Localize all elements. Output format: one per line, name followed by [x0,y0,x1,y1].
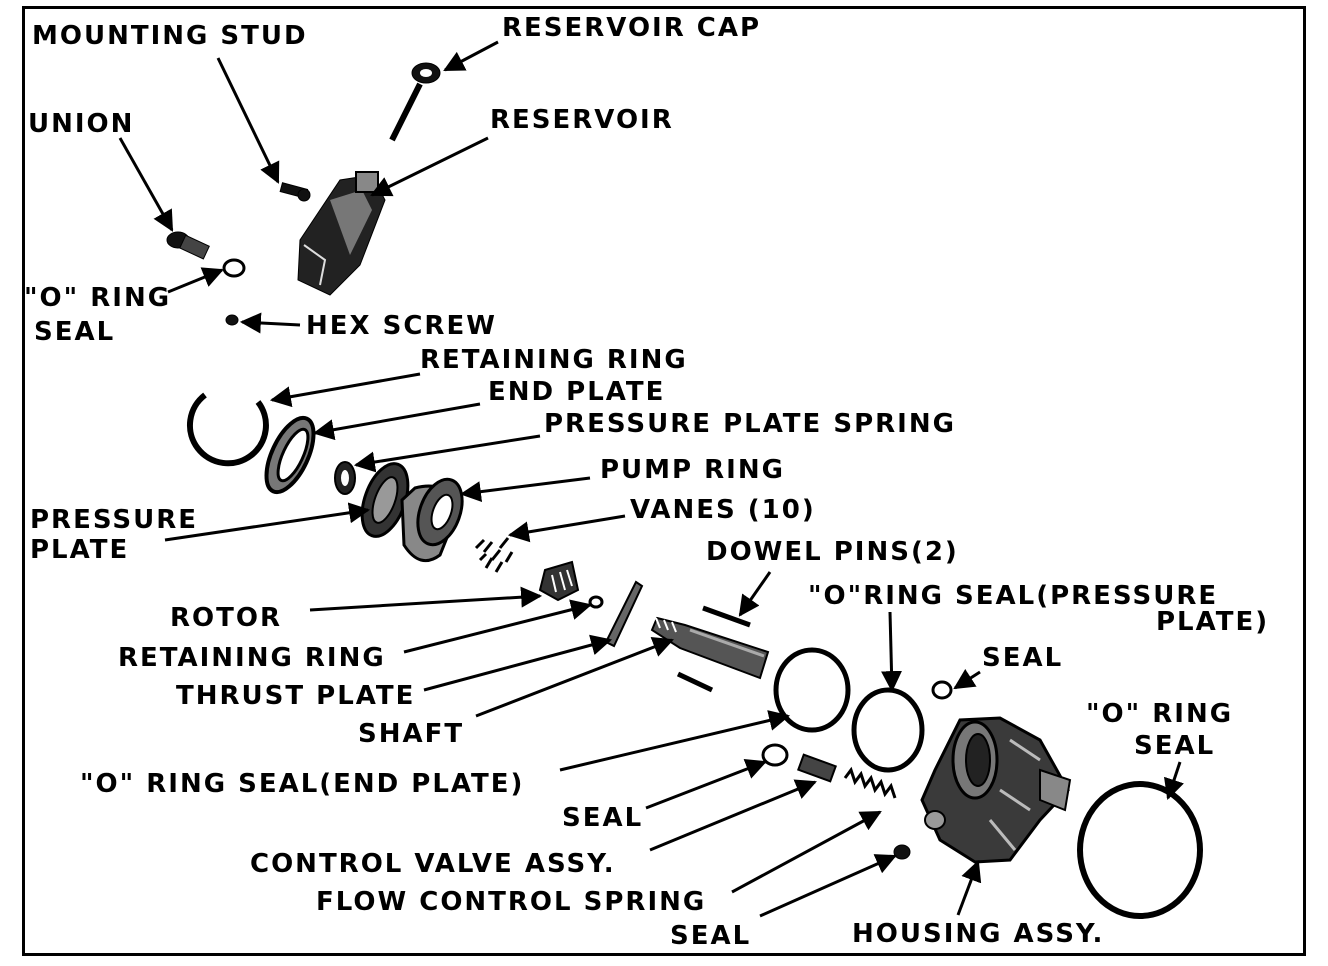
rotor-part [538,560,580,602]
label-mounting-stud: MOUNTING STUD [32,21,308,51]
label-pressure-plate-spring: PRESSURE PLATE SPRING [544,409,956,439]
dowel-pin-part-2 [676,671,714,693]
label-dowel-pins: DOWEL PINS(2) [706,537,959,567]
label-vanes: VANES (10) [630,495,816,525]
label-reservoir: RESERVOIR [490,105,674,135]
label-retaining-ring-top: RETAINING RING [420,345,688,375]
label-flow-control-spring: FLOW CONTROL SPRING [316,887,706,917]
seal-small-right-part [931,680,953,700]
label-o-ring-seal-top-1: "O" RING [24,283,171,313]
thrust-plate-part [604,580,644,648]
label-shaft: SHAFT [358,719,464,749]
label-o-ring-seal-top-2: SEAL [34,317,115,347]
label-seal-right: SEAL [982,643,1063,673]
o-ring-seal-small-part [222,258,246,278]
label-housing-assy: HOUSING ASSY. [852,919,1104,949]
pump-ring-part [400,477,464,563]
label-pump-ring: PUMP RING [600,455,785,485]
labels: MOUNTING STUD RESERVOIR CAP UNION RESERV… [24,13,1269,951]
o-ring-housing-part [1077,781,1203,919]
label-control-valve-assy: CONTROL VALVE ASSY. [250,849,616,879]
hex-screw-part [225,314,239,326]
parts-illustration [166,62,1203,919]
mounting-stud-part [279,182,311,202]
control-valve-part [797,753,837,783]
pressure-plate-spring-part [334,461,356,495]
reservoir-cap-part [389,62,441,142]
label-o-ring-seal-housing-1: "O" RING [1086,699,1233,729]
diagram-frame [22,6,1306,956]
label-pressure-plate-2: PLATE [30,535,129,565]
o-ring-pressure-plate-part [851,687,925,773]
leader-lines [118,40,1184,918]
label-thrust-plate: THRUST PLATE [176,681,415,711]
housing-assy-part [920,716,1072,864]
label-pressure-plate-1: PRESSURE [30,505,198,535]
label-o-ring-seal-end-plate: "O" RING SEAL(END PLATE) [80,769,524,799]
label-seal-mid: SEAL [562,803,643,833]
retaining-ring-part [186,392,269,467]
label-o-ring-seal-pressure-plate-2: PLATE) [1156,607,1269,637]
union-part [166,231,210,260]
shaft-part [650,616,770,680]
retaining-ring-small-part [588,595,604,609]
label-hex-screw: HEX SCREW [306,311,497,341]
label-rotor: ROTOR [170,603,282,633]
seal-mid-part [761,743,789,767]
label-union: UNION [28,109,134,139]
seal-bottom-part [893,844,911,860]
label-seal-bottom: SEAL [670,921,751,951]
label-end-plate: END PLATE [488,377,665,407]
label-o-ring-seal-pressure-plate-1: "O"RING SEAL(PRESSURE [808,581,1218,611]
label-o-ring-seal-housing-2: SEAL [1134,731,1215,761]
label-reservoir-cap: RESERVOIR CAP [502,13,761,43]
vanes-part [474,537,514,573]
dowel-pin-part-1 [702,605,751,628]
o-ring-end-plate-part [773,647,851,733]
pressure-plate-part [360,462,410,538]
flow-control-spring-part [843,766,897,799]
reservoir-part [297,171,386,296]
end-plate-part [264,415,316,495]
label-retaining-ring-mid: RETAINING RING [118,643,386,673]
